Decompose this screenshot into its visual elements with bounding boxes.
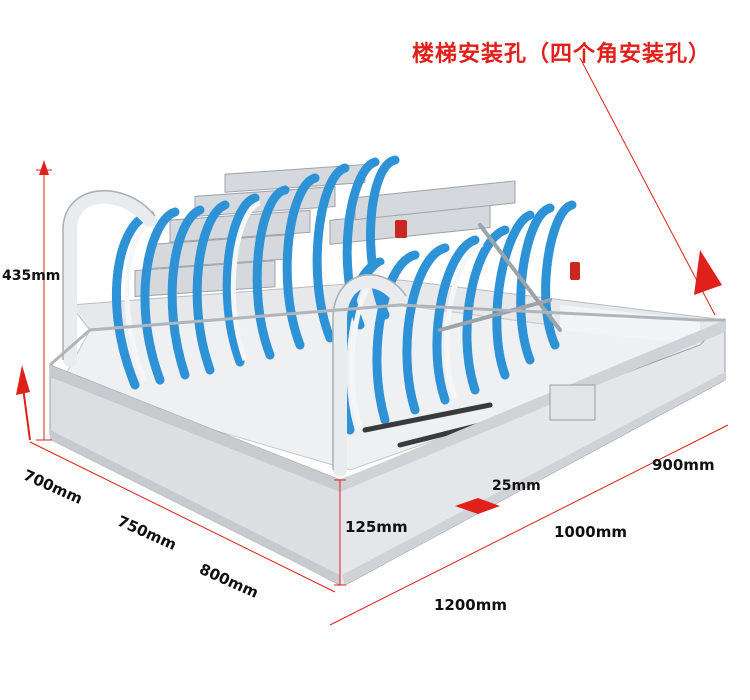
- dim-height: 435mm: [2, 268, 61, 284]
- arrow-double-icon: [455, 498, 500, 514]
- dim-width-900: 900mm: [652, 456, 715, 474]
- ladder-blue-arcs: [112, 155, 577, 435]
- red-end-caps: [395, 220, 580, 280]
- dim-width-1200: 1200mm: [434, 596, 508, 614]
- dim-gap: 25mm: [492, 478, 541, 494]
- frame-bracket: [549, 384, 596, 421]
- ladder-white-arcs: [124, 200, 485, 429]
- dim-frame-height: 125mm: [345, 518, 408, 536]
- arrow-up-icon: [16, 160, 722, 441]
- dimension-lines: [29, 57, 729, 626]
- title-label: 楼梯安装孔（四个角安装孔）: [412, 42, 712, 67]
- handrails: [63, 189, 407, 477]
- dim-width-1000: 1000mm: [554, 523, 628, 541]
